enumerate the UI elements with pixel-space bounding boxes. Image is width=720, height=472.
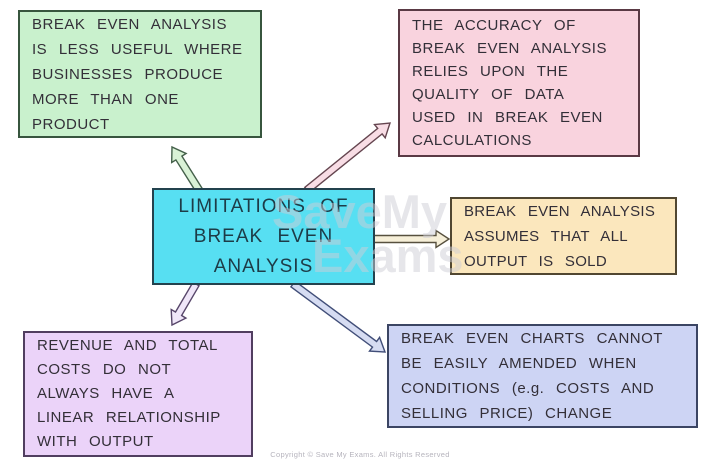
node-output-sold: BREAK EVEN ANALYSIS ASSUMES THAT ALL OUT… [450,197,677,275]
node-center-title: LIMITATIONS OF BREAK EVEN ANALYSIS [152,188,375,285]
arrow-to-multiple-products [170,145,203,193]
node-linear-relationship-label: REVENUE AND TOTAL COSTS DO NOT ALWAYS HA… [37,337,221,450]
node-charts-amended-label: BREAK EVEN CHARTS CANNOT BE EASILY AMEND… [401,330,663,422]
node-data-accuracy: THE ACCURACY OF BREAK EVEN ANALYSIS RELI… [398,9,640,157]
arrow-to-data-accuracy [303,122,391,194]
node-multiple-products: BREAK EVEN ANALYSIS IS LESS USEFUL WHERE… [18,10,262,138]
arrow-to-charts-amended [289,280,387,353]
copyright-text: Copyright © Save My Exams. All Rights Re… [270,450,450,459]
node-data-accuracy-label: THE ACCURACY OF BREAK EVEN ANALYSIS RELI… [412,17,607,149]
node-multiple-products-label: BREAK EVEN ANALYSIS IS LESS USEFUL WHERE… [32,15,243,133]
node-linear-relationship: REVENUE AND TOTAL COSTS DO NOT ALWAYS HA… [23,331,253,457]
node-output-sold-label: BREAK EVEN ANALYSIS ASSUMES THAT ALL OUT… [464,202,656,270]
node-center-title-label: LIMITATIONS OF BREAK EVEN ANALYSIS [178,195,349,277]
node-charts-amended: BREAK EVEN CHARTS CANNOT BE EASILY AMEND… [387,324,698,428]
arrow-to-output-sold [373,229,451,249]
arrow-to-linear-relationship [170,281,200,327]
